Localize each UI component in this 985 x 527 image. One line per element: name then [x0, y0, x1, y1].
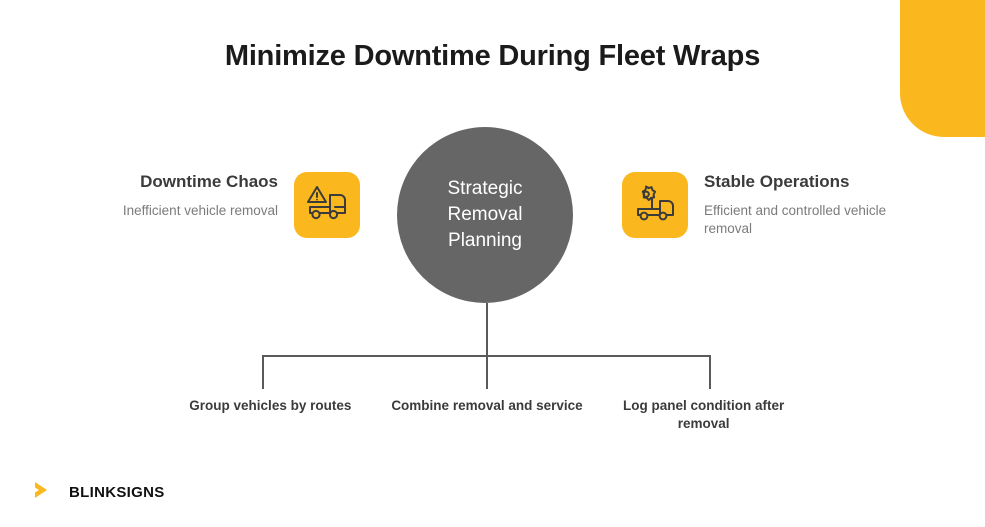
- left-heading: Downtime Chaos: [140, 172, 278, 191]
- decorative-corner-shape: [900, 0, 985, 137]
- right-subtitle: Efficient and controlled vehicle removal: [704, 203, 887, 236]
- right-text-group: Stable Operations Efficient and controll…: [688, 172, 904, 238]
- left-text-group: Downtime Chaos Inefficient vehicle remov…: [92, 172, 294, 220]
- chevron-right-icon: [32, 478, 58, 507]
- brand-name: BLINKSIGNS: [69, 484, 165, 501]
- connector-rail: [262, 355, 711, 357]
- warning-truck-icon-tile: [294, 172, 360, 238]
- brand-logo: BLINKSIGNS: [32, 478, 165, 507]
- right-concept-block: Stable Operations Efficient and controll…: [622, 172, 912, 238]
- branch-label-1: Group vehicles by routes: [189, 398, 352, 413]
- hub-label-line-2: Removal: [447, 204, 523, 225]
- connector-tick-left: [262, 355, 264, 389]
- left-concept-block: Downtime Chaos Inefficient vehicle remov…: [80, 172, 360, 238]
- warning-truck-icon: [305, 183, 349, 228]
- hub-circle: Strategic Removal Planning: [397, 127, 573, 303]
- hub-label-line-3: Planning: [448, 230, 522, 251]
- hub-label: Strategic Removal Planning: [448, 176, 523, 254]
- left-subtitle: Inefficient vehicle removal: [122, 203, 278, 218]
- branch-label-3: Log panel condition after removal: [623, 398, 785, 431]
- branch-label-row: Group vehicles by routes Combine removal…: [162, 397, 812, 433]
- page-title: Minimize Downtime During Fleet Wraps: [224, 40, 761, 72]
- connector-tick-right: [709, 355, 711, 389]
- right-heading: Stable Operations: [704, 172, 850, 191]
- hub-label-line-1: Strategic: [447, 178, 523, 199]
- branch-label-2: Combine removal and service: [391, 398, 583, 413]
- connector-stem: [486, 303, 488, 389]
- gear-truck-icon-tile: [622, 172, 688, 238]
- gear-truck-icon: [633, 183, 677, 228]
